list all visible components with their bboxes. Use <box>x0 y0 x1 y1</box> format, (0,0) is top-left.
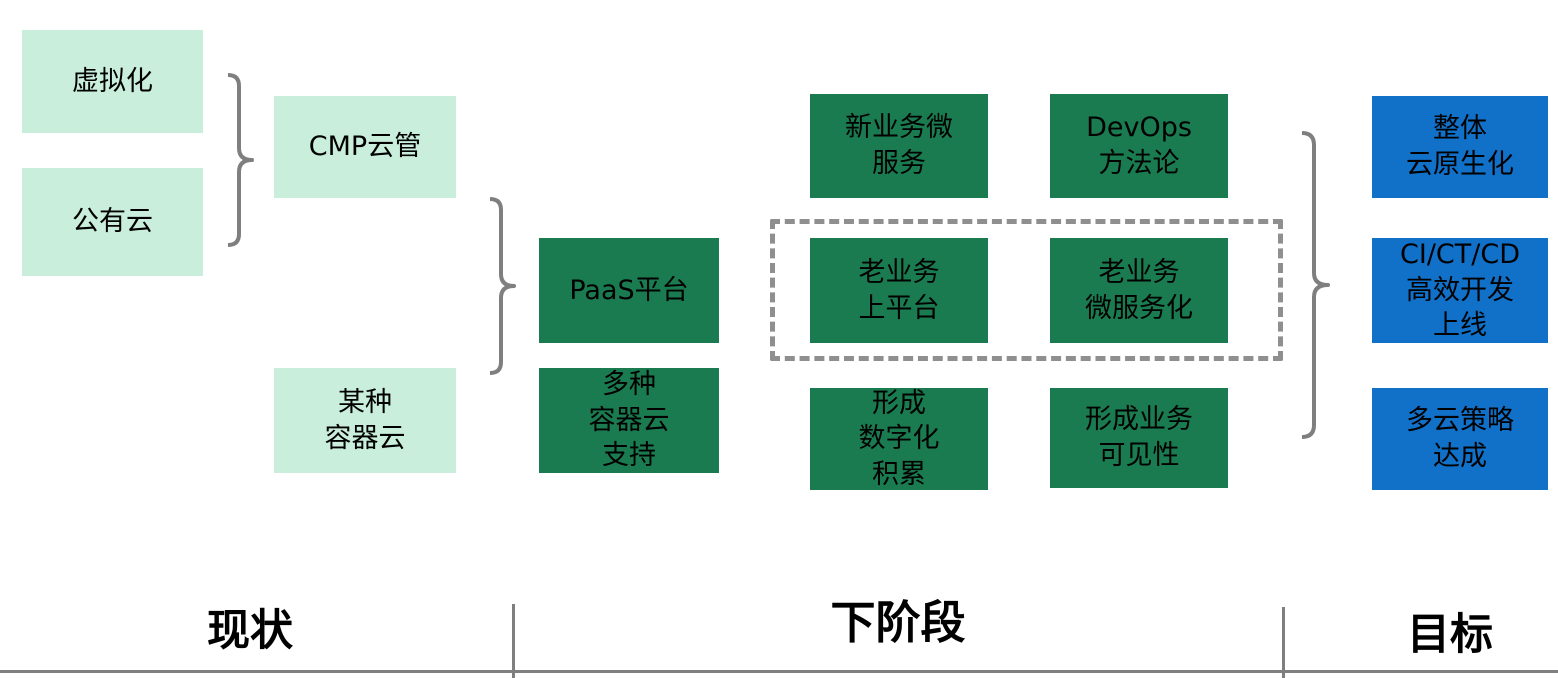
box-multi-container-support: 多种 容器云 支持 <box>539 368 719 473</box>
box-business-visibility: 形成业务 可见性 <box>1050 388 1228 488</box>
box-virtualization: 虚拟化 <box>22 30 203 133</box>
label-current-state: 现状 <box>207 606 293 656</box>
brace-next-to-goal-icon <box>1301 131 1330 439</box>
box-paas-platform: PaaS平台 <box>539 238 719 343</box>
box-new-biz-microservices: 新业务微 服务 <box>810 94 988 198</box>
box-public-cloud: 公有云 <box>22 168 203 276</box>
box-digital-accumulation: 形成 数字化 积累 <box>810 388 988 490</box>
box-ci-ct-cd: CI/CT/CD 高效开发 上线 <box>1372 238 1548 343</box>
label-goal: 目标 <box>1407 610 1493 660</box>
box-some-container-cloud: 某种 容器云 <box>274 368 456 473</box>
brace-current-to-cmp-icon <box>227 73 254 247</box>
footer-divider-right <box>1282 607 1285 678</box>
brace-cmp-to-paas-icon <box>489 197 516 375</box>
box-devops-methodology: DevOps 方法论 <box>1050 94 1228 198</box>
box-cloud-native: 整体 云原生化 <box>1372 96 1548 198</box>
box-legacy-microservices: 老业务 微服务化 <box>1050 238 1228 343</box>
box-legacy-on-platform: 老业务 上平台 <box>810 238 988 343</box>
box-cmp-cloud-mgmt: CMP云管 <box>274 96 456 198</box>
footer-divider-left <box>512 604 515 678</box>
legacy-group-dashed-frame <box>770 219 1283 361</box>
footer-baseline <box>0 670 1558 673</box>
label-next-phase: 下阶段 <box>830 596 966 649</box>
box-multicloud-strategy: 多云策略 达成 <box>1372 388 1548 490</box>
